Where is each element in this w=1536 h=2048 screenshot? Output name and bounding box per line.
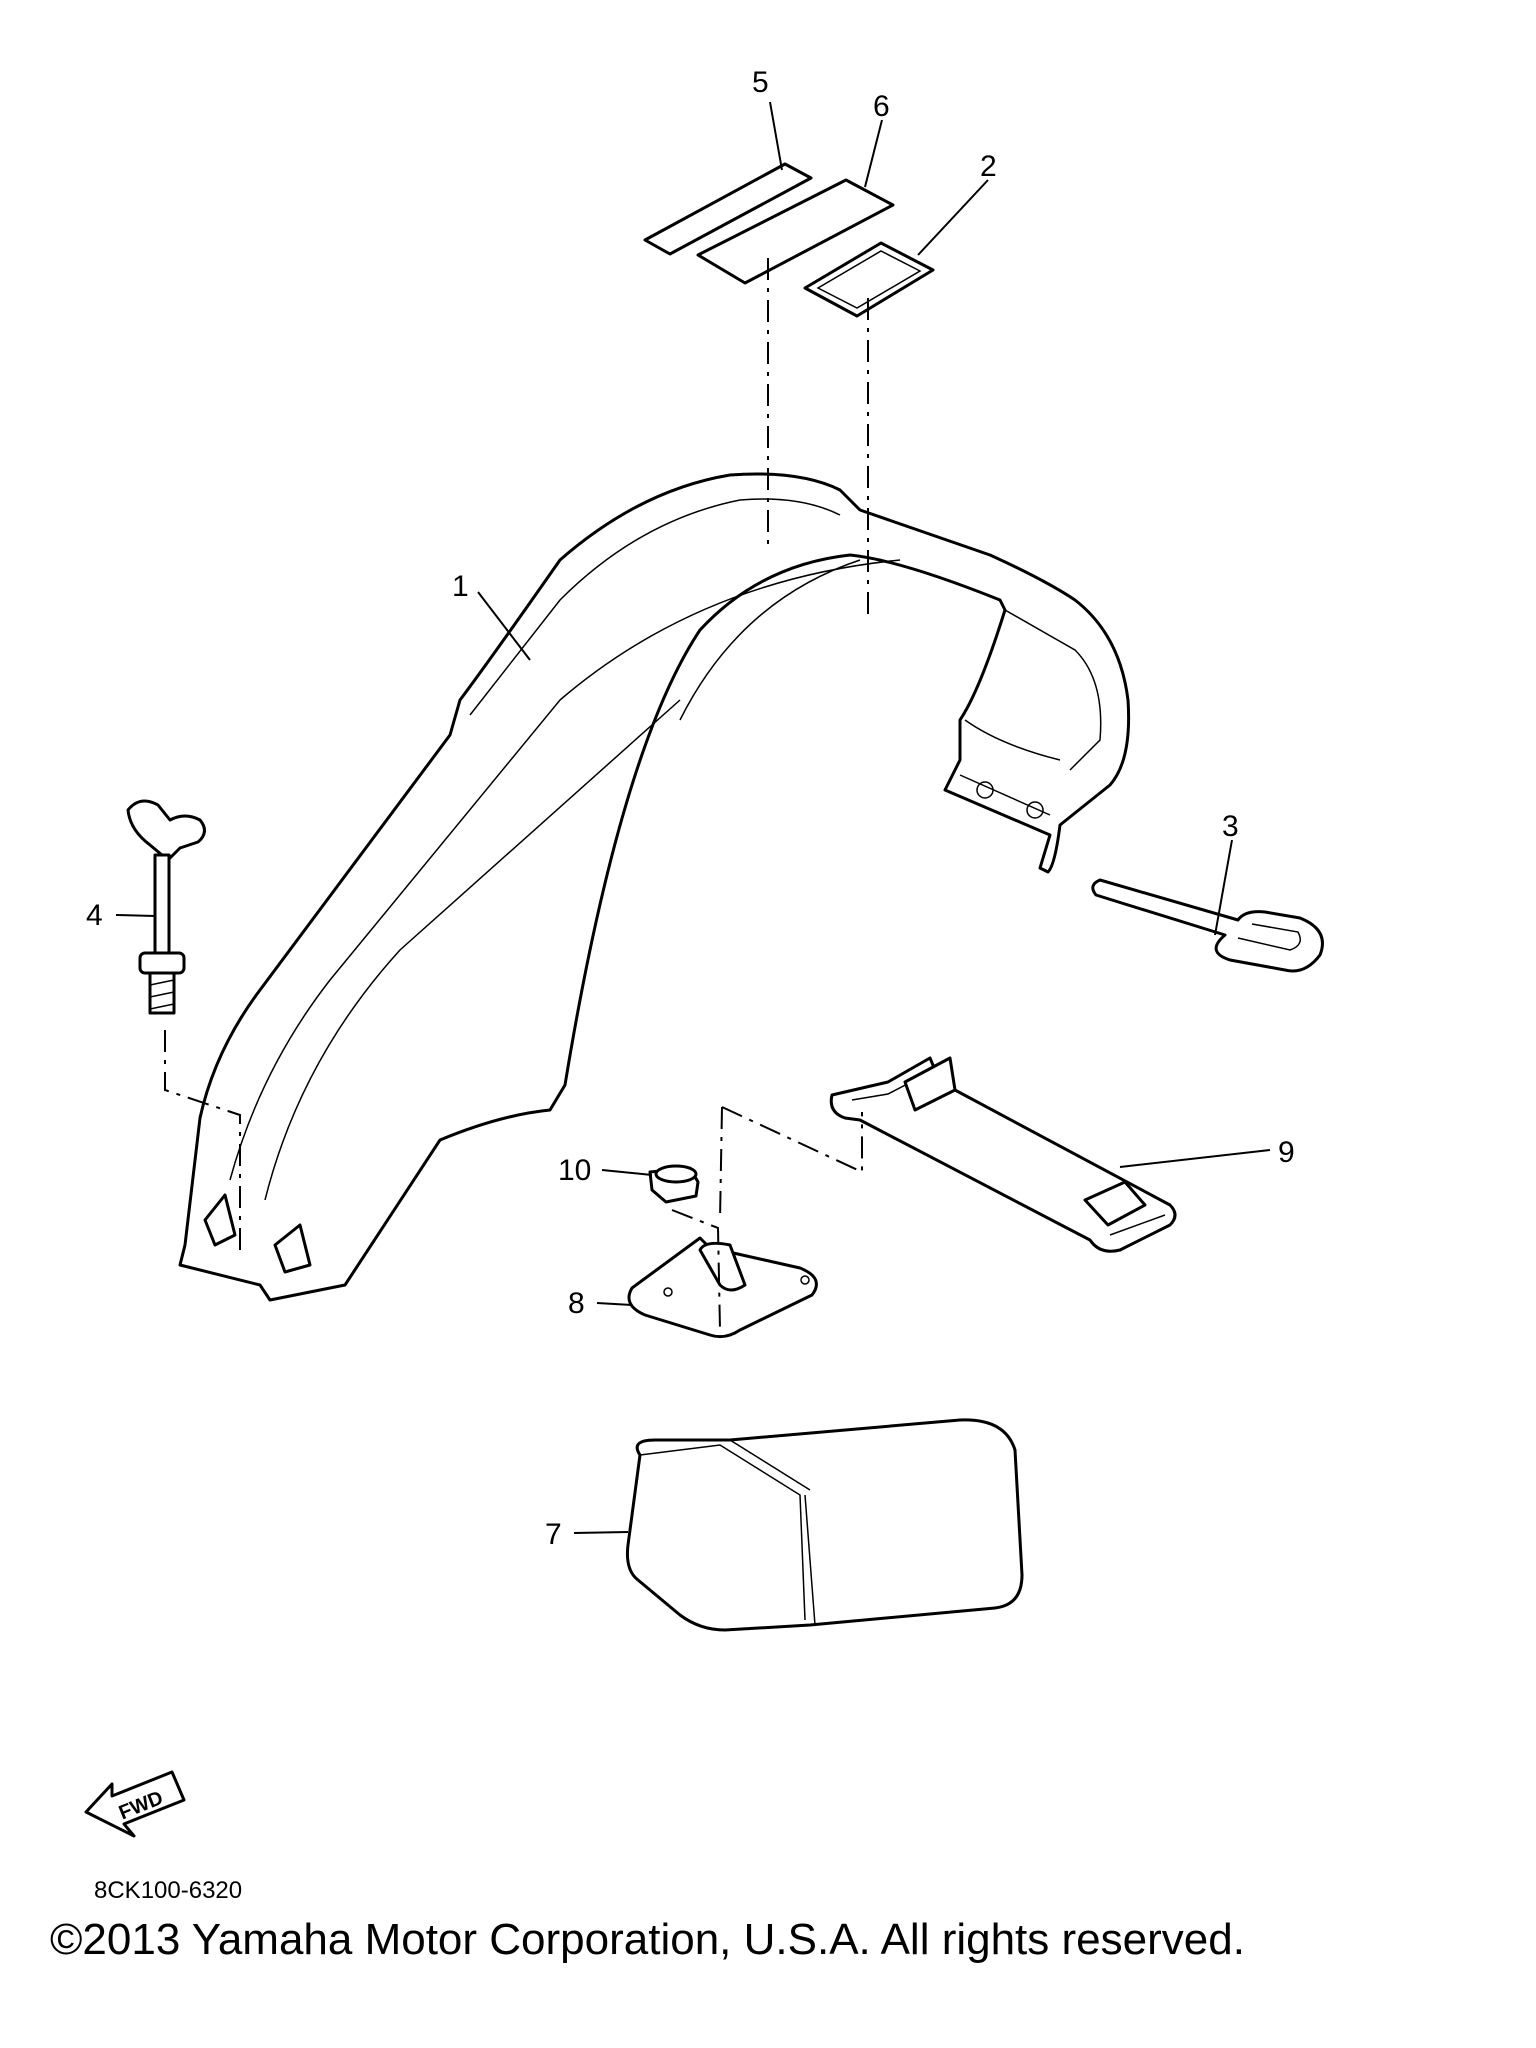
part-4-wing-bolt <box>126 799 206 1015</box>
diagram-code: 8CK100-6320 <box>94 1877 242 1904</box>
part-2-emblem <box>803 241 935 318</box>
callout-4: 4 <box>86 899 103 932</box>
copyright-notice: ©2013 Yamaha Motor Corporation, U.S.A. A… <box>50 1915 1245 1964</box>
part-3-rod <box>1091 878 1324 973</box>
assembly-lines <box>164 258 869 1331</box>
part-7-pouch <box>626 1418 1024 1632</box>
part-6-sticker <box>696 178 895 285</box>
callout-1: 1 <box>452 570 469 603</box>
part-8-bracket <box>627 1236 818 1339</box>
callout-9: 9 <box>1278 1136 1295 1169</box>
callout-6: 6 <box>873 90 890 123</box>
part-10-nut <box>648 1164 700 1204</box>
callout-3: 3 <box>1222 810 1239 843</box>
callout-10: 10 <box>558 1154 591 1187</box>
part-1-fender <box>178 472 1131 1302</box>
part-5-sticker <box>643 162 813 256</box>
forward-arrow-icon: FWD <box>84 1770 186 1838</box>
callout-8: 8 <box>568 1287 585 1320</box>
callout-5: 5 <box>752 66 769 99</box>
leader-lines <box>115 101 1271 1534</box>
part-9-strap <box>829 1056 1177 1253</box>
callout-7: 7 <box>545 1518 562 1551</box>
callout-2: 2 <box>980 150 997 183</box>
